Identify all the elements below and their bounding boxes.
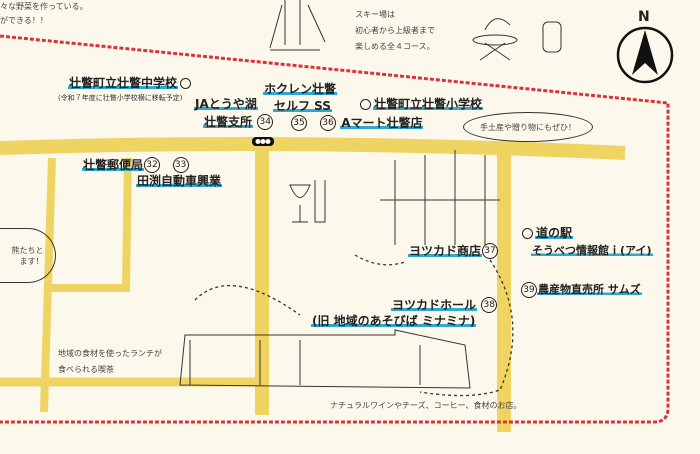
skier-illustration: [269, 0, 326, 51]
illustrations: [179, 0, 562, 389]
road-vertical-left2: [50, 157, 132, 292]
dotted-arrows: [194, 254, 514, 397]
place-number: 36: [320, 115, 336, 131]
building-illustration: [179, 329, 471, 389]
roads: [0, 137, 626, 432]
place-elementary[interactable]: 壮瞥町立壮瞥小学校: [358, 97, 484, 112]
place-number: 33: [172, 157, 189, 173]
road-vertical-left: [40, 157, 56, 413]
shop-caption: ナチュラルワインやチーズ、コーヒー、食材のお店。: [330, 401, 522, 410]
place-junior-high[interactable]: 壮瞥町立壮瞥中学校: [68, 76, 193, 91]
north-arrow-icon: [632, 30, 658, 75]
top-note-1: 々な野菜を作っている。: [0, 2, 88, 11]
school-icon: [180, 78, 192, 89]
place-amart[interactable]: 36 Aマート壮瞥店: [320, 115, 424, 131]
junior-high-note: (令和７年度に壮瞥小学校横に移転予定): [58, 94, 183, 102]
main-road: [0, 137, 626, 160]
place-number: 35: [291, 115, 307, 131]
place-tabuchi[interactable]: 田渕自動車興業: [136, 174, 223, 188]
town-boundary: [0, 34, 670, 424]
school-icon: [360, 99, 371, 110]
station-icon: [522, 228, 533, 239]
place-number: 32: [144, 157, 161, 173]
cafe-caption-1: 地域の食材を使ったランチが: [58, 349, 162, 358]
compass-label: N: [638, 9, 650, 25]
place-number: 38: [481, 297, 498, 313]
place-number: 37: [482, 243, 499, 259]
souvenir-bubble: 手土産や贈り物にもぜひ！: [463, 112, 593, 142]
place-number: 34: [257, 114, 274, 130]
compass: [616, 26, 674, 84]
left-bubble: 熊たちとます！: [0, 228, 56, 283]
cafe-caption-2: 食べられる喫茶: [58, 365, 114, 374]
wine-illustration: [289, 180, 326, 223]
people-illustration: [380, 150, 500, 245]
top-note-2: ができる！！: [0, 16, 48, 25]
lantern-illustration: [542, 21, 562, 53]
fire-pit-illustration: [472, 34, 518, 46]
place-number: 39: [521, 282, 537, 298]
